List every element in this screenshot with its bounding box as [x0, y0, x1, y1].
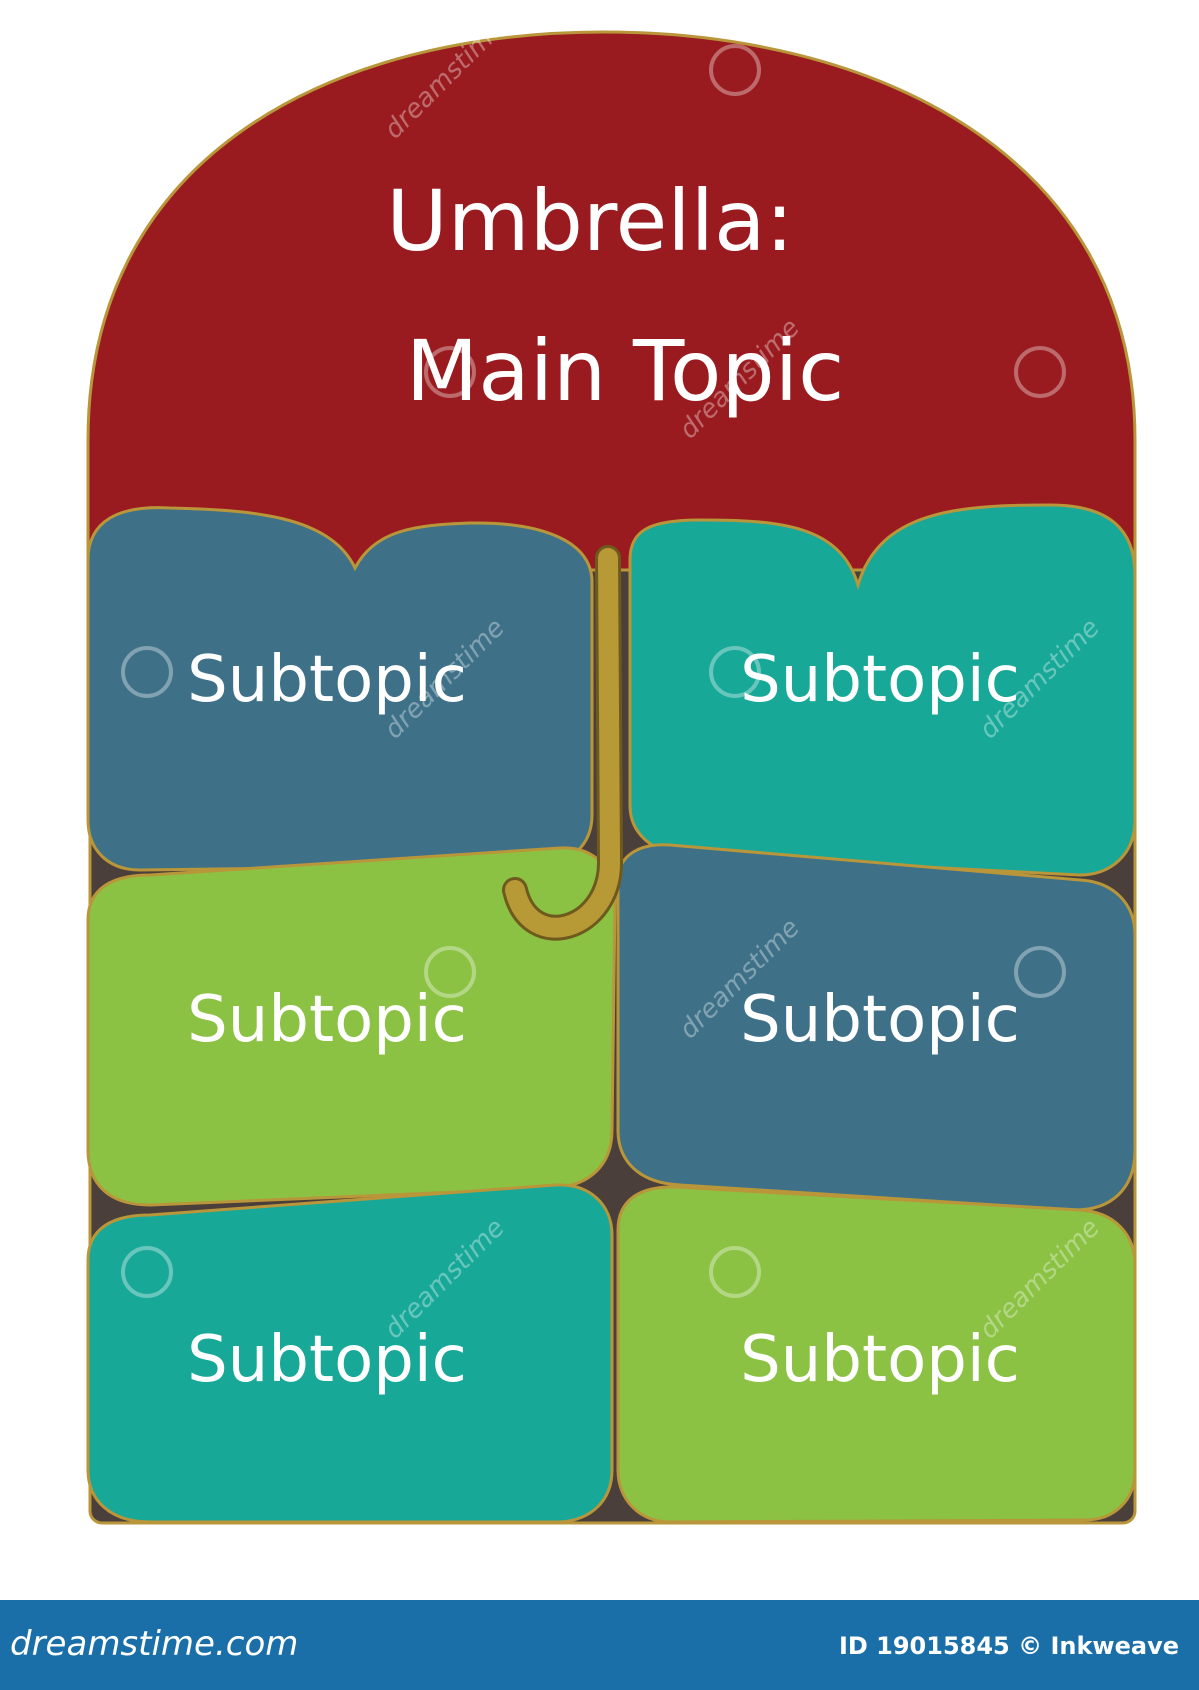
watermark-swirl-icon — [121, 646, 173, 698]
subtopic-label-5: Subtopic — [187, 1323, 467, 1397]
footer-bar: dreamstime.com ID 19015845 © Inkweave — [0, 1600, 1199, 1690]
watermark-swirl-icon — [121, 1246, 173, 1298]
subtopic-label-4: Subtopic — [740, 983, 1020, 1057]
subtopic-box-4 — [616, 843, 1137, 1212]
watermark-swirl-icon — [424, 946, 476, 998]
watermark — [121, 44, 1066, 1298]
watermark-swirl-icon — [424, 346, 476, 398]
subtopic-box-2 — [628, 503, 1137, 877]
subtopic-label-1: Subtopic — [187, 643, 467, 717]
subtopic-box-3 — [86, 846, 617, 1207]
watermark-swirl-icon — [709, 44, 761, 96]
footer-image-credit: ID 19015845 © Inkweave — [838, 1632, 1179, 1660]
watermark-swirl-icon — [709, 1246, 761, 1298]
subtopic-box-6 — [616, 1185, 1137, 1524]
umbrella-handle-inner — [505, 548, 621, 938]
subtopic-label-6: Subtopic — [740, 1323, 1020, 1397]
watermark-swirl-icon — [1014, 346, 1066, 398]
footer-site-name: dreamstime.com — [10, 1624, 299, 1664]
subtopic-label-3: Subtopic — [187, 983, 467, 1057]
subtopic-label-2: Subtopic — [740, 643, 1020, 717]
umbrella-canopy — [86, 30, 1137, 572]
umbrella-diagram: Umbrella: Main Topic Subtopic Subtopic S… — [86, 30, 1137, 1525]
main-topic-line-1: Umbrella: — [386, 172, 793, 270]
main-topic-line-2: Main Topic — [406, 322, 845, 420]
watermark-swirl-icon — [121, 44, 173, 96]
watermark-swirl-icon — [1014, 946, 1066, 998]
watermark-swirl-icon — [709, 646, 761, 698]
subtopic-box-5 — [86, 1183, 614, 1524]
